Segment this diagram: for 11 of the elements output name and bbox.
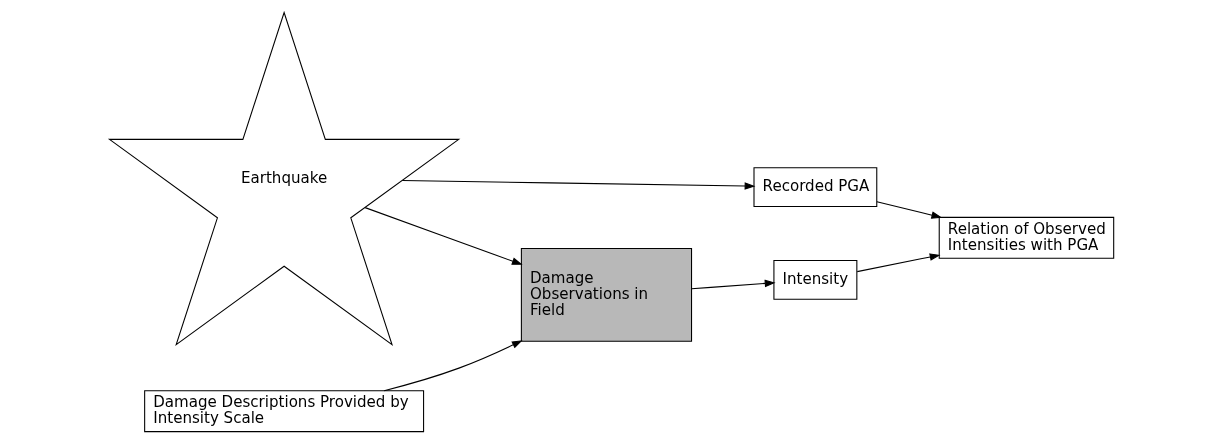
node-box: Recorded PGA — [752, 167, 877, 208]
arrow — [875, 201, 942, 219]
arrow — [364, 207, 523, 265]
node-box: Intensity — [772, 259, 857, 300]
arrow — [401, 179, 755, 190]
arrow — [690, 279, 775, 290]
arrow — [383, 340, 523, 392]
node-box: Relation of Observed Intensities with PGA — [938, 216, 1114, 259]
node-box: Damage Descriptions Provided by Intensity Scale — [143, 390, 424, 433]
arrow — [856, 253, 940, 273]
node-box: Damage Observations in Field — [520, 248, 692, 342]
